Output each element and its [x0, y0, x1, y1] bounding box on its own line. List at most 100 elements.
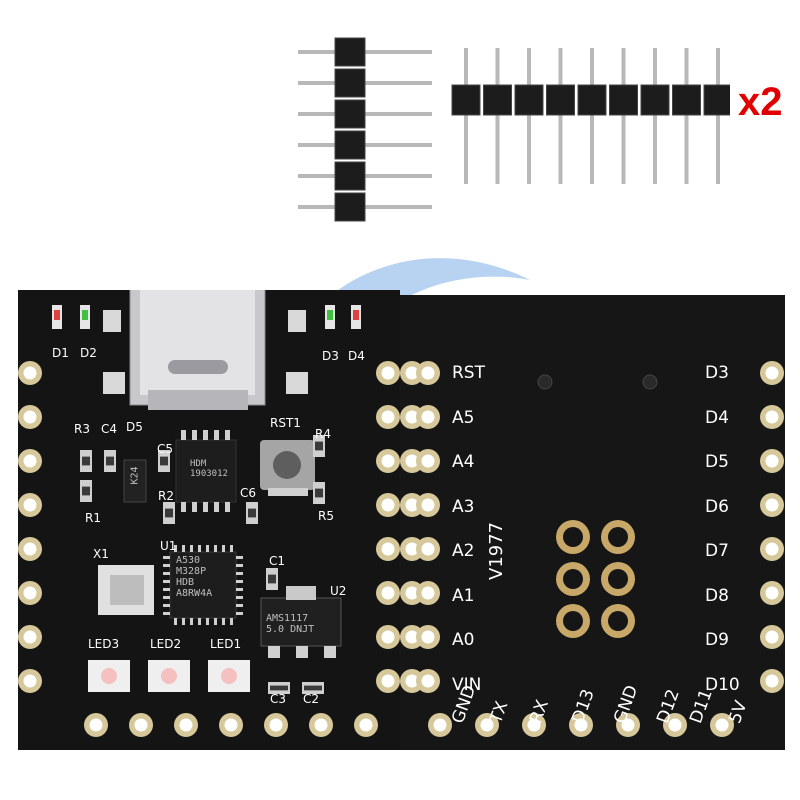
silk-u2: U2	[330, 584, 347, 598]
pad-hole	[421, 542, 435, 556]
pad-hole	[405, 674, 419, 688]
silk-rst1: RST1	[270, 416, 301, 430]
pin-label-right: D7	[705, 541, 729, 561]
silk-r1: R1	[85, 511, 101, 525]
header-housing	[546, 84, 575, 116]
header-housing	[334, 130, 366, 160]
pad-hole	[359, 718, 373, 732]
pad-hole	[381, 366, 395, 380]
smd-body	[304, 685, 322, 691]
pad-hole	[381, 410, 395, 424]
chip-pin	[230, 618, 233, 625]
pad-hole	[134, 718, 148, 732]
chip-pin	[230, 545, 233, 552]
chip-pin	[236, 588, 243, 591]
pad-hole	[765, 542, 779, 556]
header-pin	[653, 48, 657, 184]
pad-hole	[381, 630, 395, 644]
pin-label-left: A3	[452, 496, 475, 517]
chip-pin	[182, 618, 185, 625]
chip-pin	[203, 502, 208, 512]
pin-label-left: RST	[452, 363, 485, 383]
silk-c3: C3	[270, 692, 287, 706]
chip-pin	[181, 430, 186, 440]
chip-pin	[206, 618, 209, 625]
pad-hole	[381, 674, 395, 688]
header-pin	[590, 48, 594, 184]
mcu-marking: A530 M328P HDB A8RW4A	[176, 555, 213, 599]
pin-label-right: D10	[705, 674, 740, 695]
silk-d3: D3	[322, 349, 339, 363]
pad-hole	[89, 718, 103, 732]
chip-pin	[236, 556, 243, 559]
usb-ic-marking: HDM 1903012	[190, 459, 228, 479]
icsp-hole	[563, 527, 583, 547]
silk-x1: X1	[93, 547, 109, 561]
header-housing	[577, 84, 607, 116]
chip-pin	[214, 545, 217, 552]
pin-label-right: D3	[705, 363, 729, 383]
icsp-hole	[563, 611, 583, 631]
pad-hole	[23, 586, 37, 600]
smd-body	[270, 685, 288, 691]
regulator-marking: AMS1117 5.0 DNJT	[266, 613, 315, 635]
pad-hole	[668, 718, 682, 732]
voltage-regulator	[260, 586, 342, 658]
header-housing	[672, 84, 701, 116]
header-housing	[334, 37, 366, 67]
pad-hole	[480, 718, 494, 732]
silk-c4: C4	[101, 422, 118, 436]
pad-hole	[574, 718, 588, 732]
pad-hole	[381, 498, 395, 512]
diode-marking: K24	[129, 466, 141, 485]
smd-body	[160, 456, 168, 466]
pad-hole	[421, 630, 435, 644]
chip-pin	[236, 564, 243, 567]
header-housing	[334, 161, 366, 191]
header-pin	[716, 48, 720, 184]
chip-pin	[236, 604, 243, 607]
chip-pin	[236, 596, 243, 599]
pad-hole	[23, 674, 37, 688]
reset-button	[260, 440, 315, 496]
pad-hole	[224, 718, 238, 732]
smd-body	[248, 508, 256, 518]
header-housing	[334, 192, 366, 222]
chip-pin	[163, 588, 170, 591]
pad-hole	[765, 498, 779, 512]
icsp-hole	[608, 569, 628, 589]
silk-r4: R4	[315, 427, 331, 441]
chip-pin	[198, 545, 201, 552]
chip-pin	[163, 580, 170, 583]
chip-pin	[192, 502, 197, 512]
smd-body	[165, 508, 173, 518]
silk-c6: C6	[240, 486, 257, 500]
chip-pin	[214, 430, 219, 440]
chip-pin	[203, 430, 208, 440]
chip-pin	[214, 618, 217, 625]
pad-hole	[269, 718, 283, 732]
chip-pin	[163, 596, 170, 599]
silk-d2: D2	[80, 346, 97, 360]
pin-label-left: A0	[452, 630, 475, 650]
header-housing	[609, 84, 638, 116]
chip-pin	[214, 502, 219, 512]
front-board	[18, 290, 400, 750]
pad-hole	[421, 366, 435, 380]
pad-hole	[621, 718, 635, 732]
silk-r5: R5	[318, 509, 334, 523]
pin-label-right: D8	[705, 585, 729, 606]
chip-pin	[222, 545, 225, 552]
pad-hole	[765, 630, 779, 644]
pin-label-left: A2	[452, 541, 475, 561]
pad-hole	[765, 410, 779, 424]
pad-hole	[405, 630, 419, 644]
pin-label-left: A5	[452, 407, 475, 428]
chip-pin	[163, 556, 170, 559]
smd-body	[106, 456, 114, 466]
pad-hole	[421, 454, 435, 468]
pad-hole	[421, 410, 435, 424]
silk-r3: R3	[74, 422, 90, 436]
chip-pin	[222, 618, 225, 625]
